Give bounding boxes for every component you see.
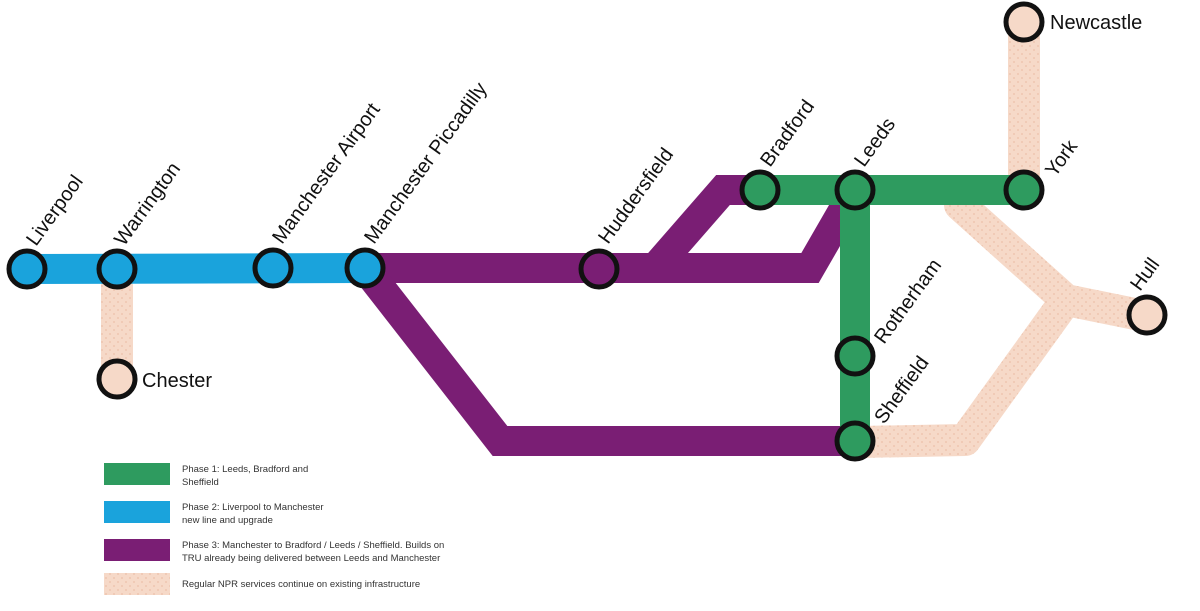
station-leeds[interactable] (834, 169, 876, 211)
legend-swatch-phase3 (104, 539, 170, 561)
station-newcastle[interactable] (1003, 1, 1045, 43)
legend-swatch-phase2 (104, 501, 170, 523)
stations (6, 1, 1168, 462)
legend-phase1-line2: Sheffield (182, 477, 219, 488)
station-manchester-airport[interactable] (252, 247, 294, 289)
station-liverpool[interactable] (6, 248, 48, 290)
station-rotherham[interactable] (834, 335, 876, 377)
legend-phase3-line1: Phase 3: Manchester to Bradford / Leeds … (182, 540, 444, 551)
label-warrington: Warrington (110, 158, 185, 249)
legend-phase1-line1: Phase 1: Leeds, Bradford and (182, 464, 308, 475)
phase2-lines (26, 253, 366, 284)
station-york[interactable] (1003, 169, 1045, 211)
label-liverpool: Liverpool (22, 171, 88, 250)
label-sheffield: Sheffield (870, 352, 933, 428)
station-warrington[interactable] (96, 248, 138, 290)
line-manchester-sheffield (353, 258, 855, 456)
legend-text-phase3: Phase 3: Manchester to Bradford / Leeds … (182, 540, 447, 564)
station-huddersfield[interactable] (578, 248, 620, 290)
label-chester: Chester (142, 370, 212, 392)
label-leeds: Leeds (850, 114, 900, 171)
legend-text-phase1: Phase 1: Leeds, Bradford and Sheffield (182, 464, 311, 488)
legend-phase2-line2: new line and upgrade (182, 515, 273, 526)
legend-regular-line1: Regular NPR services continue on existin… (182, 579, 420, 590)
phase1-lines (760, 175, 1025, 442)
station-sheffield[interactable] (834, 420, 876, 462)
label-hull: Hull (1126, 254, 1164, 295)
legend-swatch-phase1 (104, 463, 170, 485)
station-manchester-piccadilly[interactable] (344, 247, 386, 289)
line-hull-sheffield (844, 284, 1082, 458)
label-huddersfield: Huddersfield (594, 144, 678, 248)
legend-phase2-line1: Phase 2: Liverpool to Manchester (182, 502, 324, 513)
legend-phase3-line2: TRU already being delivered between Leed… (182, 553, 440, 564)
legend-text-phase2: Phase 2: Liverpool to Manchester new lin… (182, 502, 326, 526)
label-bradford: Bradford (756, 96, 819, 171)
label-rotherham: Rotherham (870, 255, 946, 348)
legend-swatch-regular (104, 573, 170, 595)
legend-text-regular: Regular NPR services continue on existin… (182, 579, 420, 590)
station-bradford[interactable] (739, 169, 781, 211)
label-manchester-piccadilly: Manchester Piccadilly (360, 79, 491, 248)
station-chester[interactable] (96, 358, 138, 400)
legend: Phase 1: Leeds, Bradford and Sheffield P… (104, 463, 447, 595)
label-newcastle: Newcastle (1050, 12, 1142, 34)
label-york: York (1041, 135, 1082, 181)
station-hull[interactable] (1126, 294, 1168, 336)
line-liverpool-manchester (26, 253, 366, 284)
